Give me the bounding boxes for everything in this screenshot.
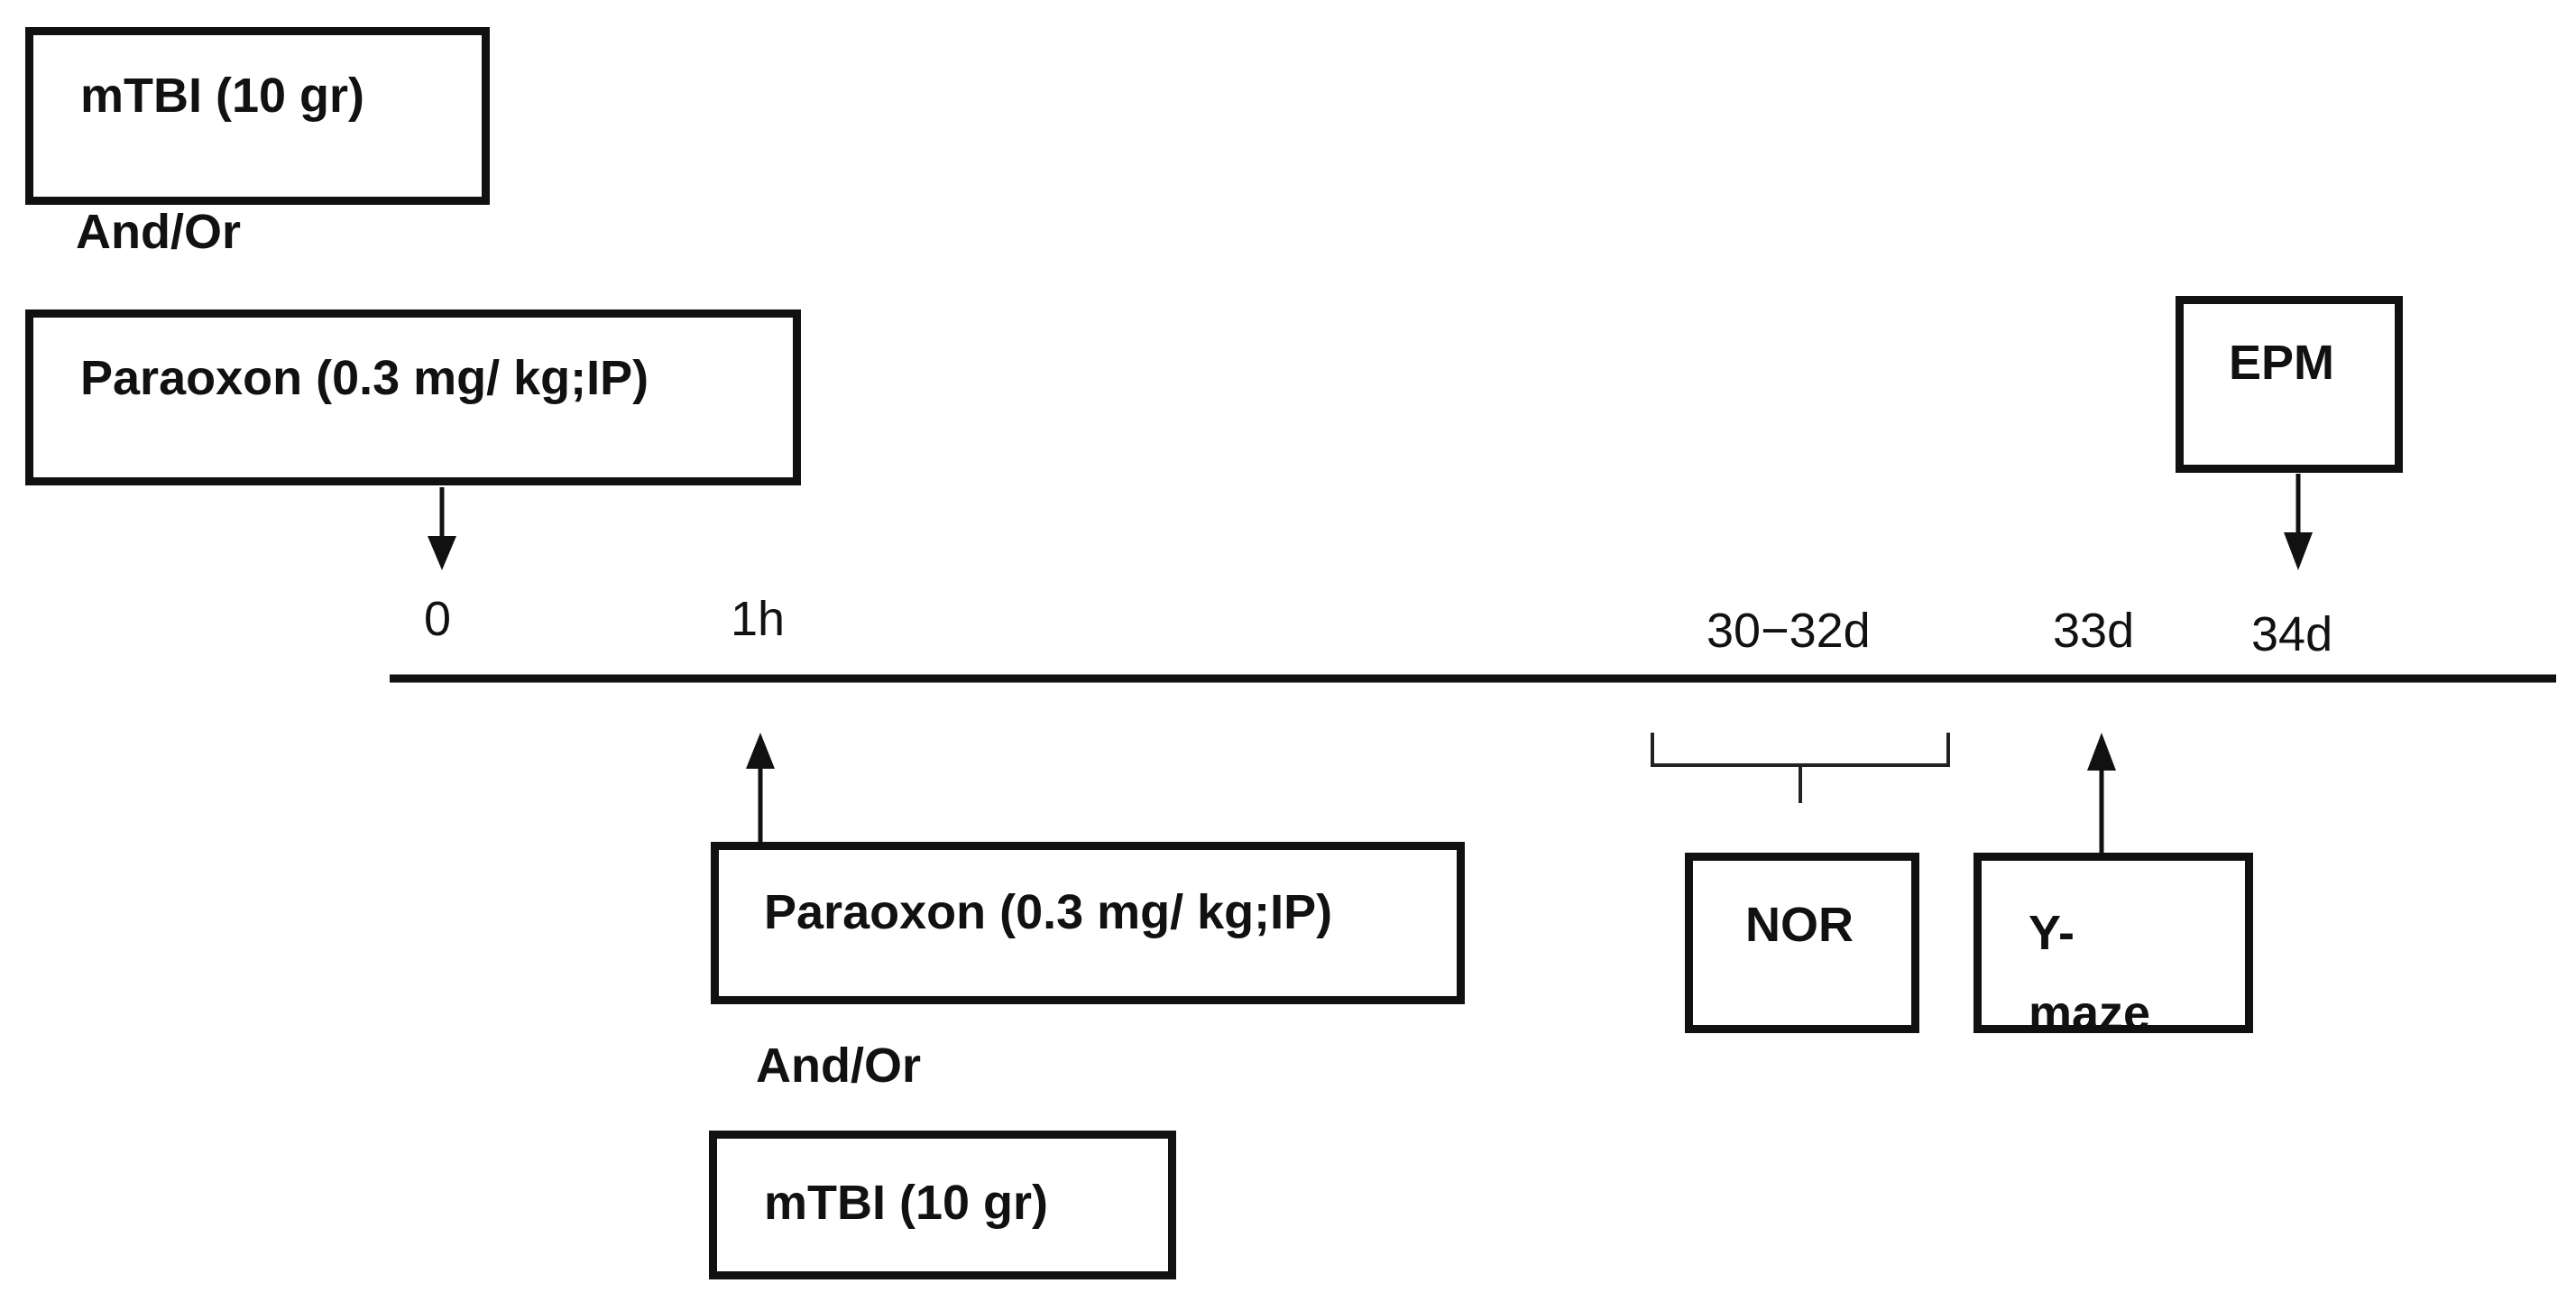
tick-1h: 1h	[731, 592, 786, 646]
post-paraoxon-label: Paraoxon (0.3 mg/ kg;IP)	[764, 885, 1333, 939]
post-mtbi-label: mTBI (10 gr)	[764, 1176, 1049, 1230]
ymaze-label-line2: maze	[2029, 986, 2151, 1041]
nor-bracket	[1651, 733, 1950, 803]
tick-33d: 33d	[2053, 604, 2135, 658]
pre-mtbi-box: mTBI (10 gr)	[25, 27, 490, 205]
tick-0: 0	[424, 592, 452, 646]
tick-34d: 34d	[2251, 607, 2333, 661]
tick-30-32d: 30−32d	[1707, 604, 1871, 658]
epm-label: EPM	[2229, 336, 2335, 390]
post-mtbi-box: mTBI (10 gr)	[709, 1131, 1176, 1279]
arrow-to-1h-head	[746, 733, 775, 769]
arrow-to-zero-head	[428, 536, 456, 570]
post-and-or-label: And/Or	[756, 1039, 921, 1093]
pre-paraoxon-box: Paraoxon (0.3 mg/ kg;IP)	[25, 309, 801, 485]
pre-and-or-label: And/Or	[76, 205, 241, 259]
nor-box: NOR	[1685, 853, 1919, 1033]
arrow-to-34d-head	[2284, 532, 2313, 570]
pre-mtbi-label: mTBI (10 gr)	[80, 69, 365, 123]
post-paraoxon-box: Paraoxon (0.3 mg/ kg;IP)	[711, 842, 1465, 1004]
ymaze-label-line1: Y-	[2029, 906, 2075, 960]
epm-box: EPM	[2176, 296, 2403, 473]
ymaze-box: Y- maze	[1973, 853, 2253, 1040]
pre-paraoxon-label: Paraoxon (0.3 mg/ kg;IP)	[80, 351, 649, 405]
nor-label: NOR	[1745, 898, 1854, 952]
arrow-to-33d-head	[2087, 733, 2116, 771]
